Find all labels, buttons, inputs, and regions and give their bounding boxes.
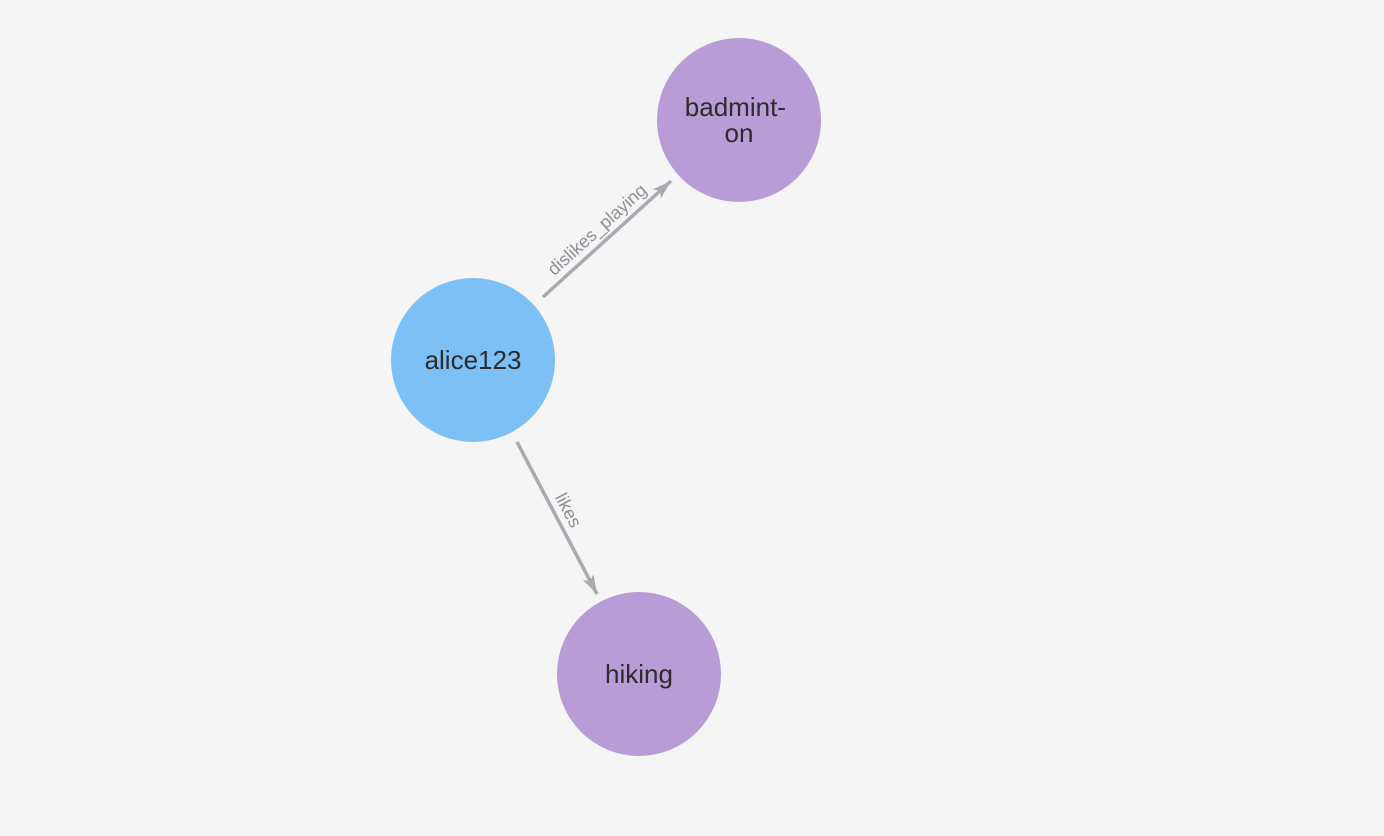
node-circle-hiking[interactable] bbox=[557, 592, 721, 756]
node-label-alice123: alice123 bbox=[425, 345, 522, 375]
node-hiking[interactable]: hiking bbox=[557, 592, 721, 756]
edge-line-likes[interactable] bbox=[515, 441, 599, 595]
node-label-badminton: badmint- on bbox=[685, 92, 793, 148]
node-label-badminton-line-1: badmint- bbox=[685, 92, 786, 122]
edge-line-dislikes-playing[interactable] bbox=[541, 179, 673, 299]
node-badminton[interactable]: badmint- on bbox=[657, 38, 821, 202]
node-label-badminton-line-2: on bbox=[725, 118, 754, 148]
node-circle-badminton[interactable] bbox=[657, 38, 821, 202]
node-label-hiking: hiking bbox=[605, 659, 673, 689]
node-alice123[interactable]: alice123 bbox=[391, 278, 555, 442]
node-circle-alice123[interactable] bbox=[391, 278, 555, 442]
